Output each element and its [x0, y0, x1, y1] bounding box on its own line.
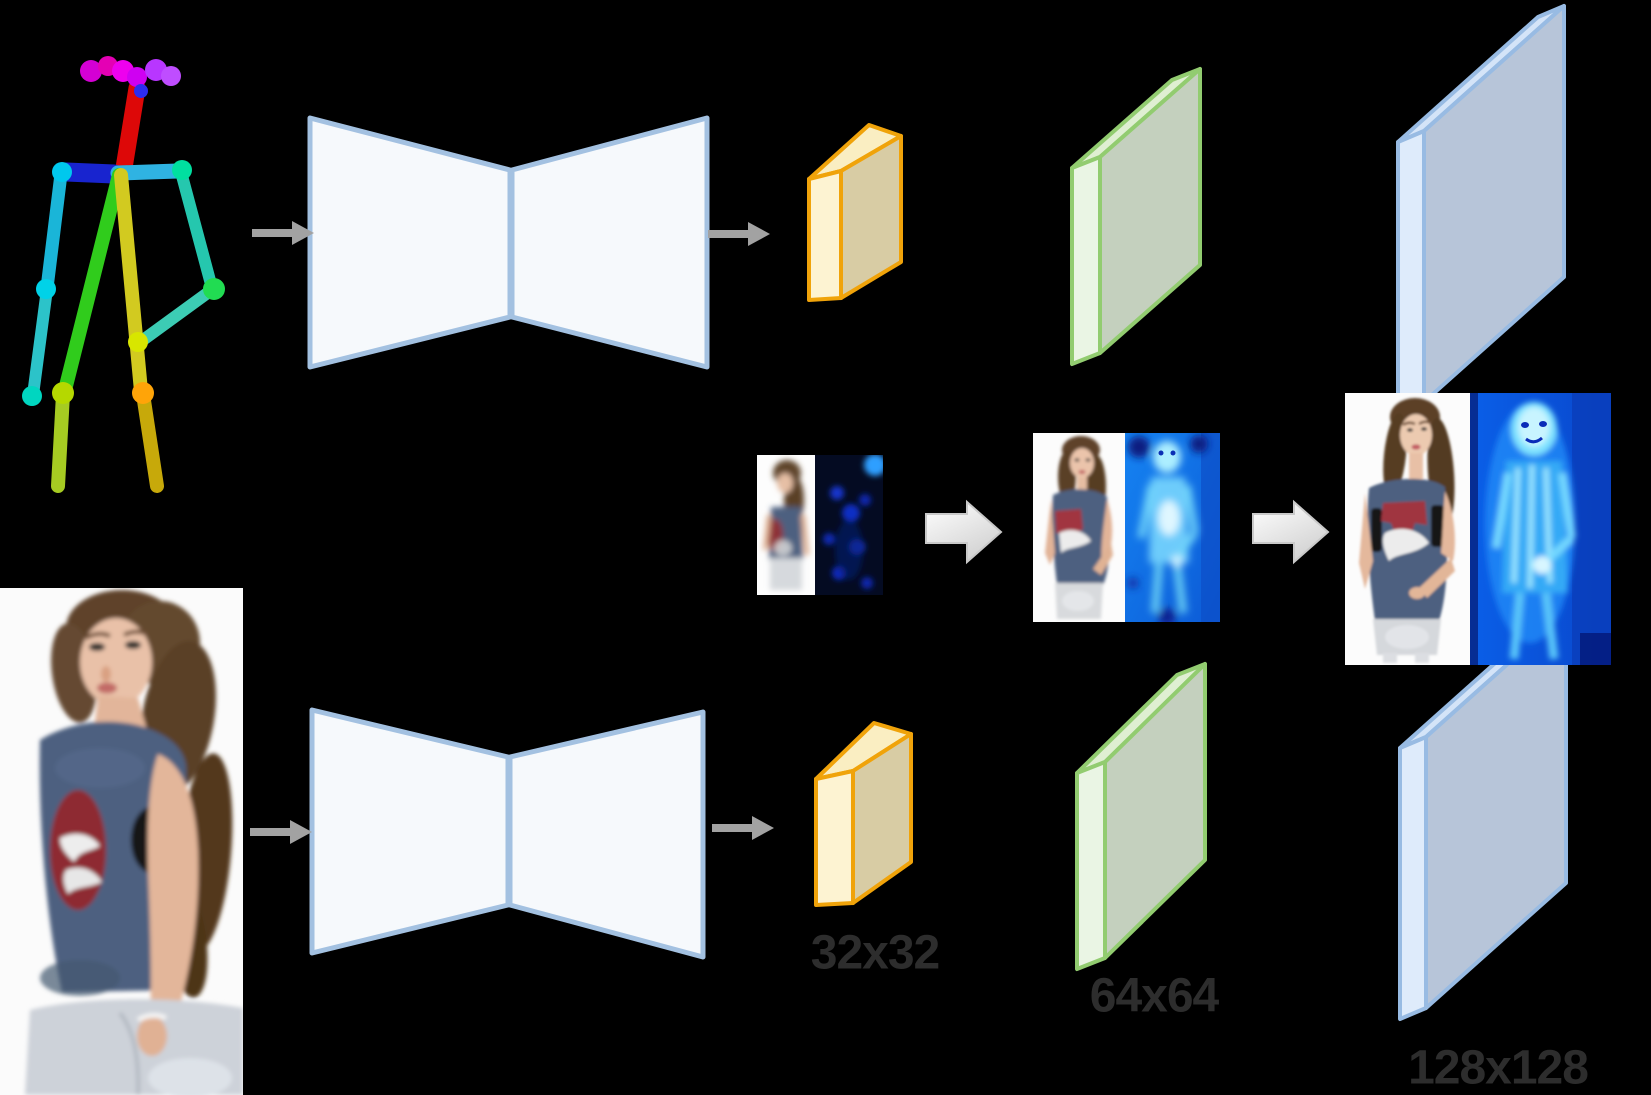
- person-photo-input: [0, 588, 243, 1095]
- feature-map-32-bottom: [814, 721, 913, 907]
- feature-map-128-bottom: [1398, 610, 1568, 1021]
- arrow-pose-to-network: [252, 221, 314, 245]
- pose-heatmap-128: [1470, 393, 1611, 665]
- arrow-network-to-feature-bottom: [712, 816, 774, 840]
- generated-image-128: [1345, 393, 1470, 665]
- feature-map-32-top: [807, 123, 903, 302]
- feature-map-64-bottom: [1075, 662, 1207, 971]
- arrow-network-to-feature-top: [708, 222, 770, 246]
- pose-heatmap-32: [815, 454, 886, 595]
- resolution-label-32x32: 32x32: [810, 926, 940, 980]
- pose-skeleton-image: [22, 56, 225, 493]
- encoder-decoder-top: [307, 115, 710, 370]
- encoder-decoder-bottom: [309, 707, 706, 960]
- resolution-label-64x64: 64x64: [1089, 969, 1219, 1023]
- generated-image-64: [1033, 433, 1125, 622]
- block-arrow-32-to-64: [925, 499, 1003, 565]
- block-arrow-64-to-128: [1252, 499, 1330, 565]
- resolution-label-128x128: 128x128: [1408, 1041, 1589, 1095]
- pose-heatmap-64: [1125, 433, 1220, 626]
- feature-map-64-top: [1070, 67, 1202, 366]
- feature-map-128-top: [1396, 4, 1566, 415]
- generated-image-32: [757, 455, 815, 595]
- arrow-photo-to-network: [250, 820, 312, 844]
